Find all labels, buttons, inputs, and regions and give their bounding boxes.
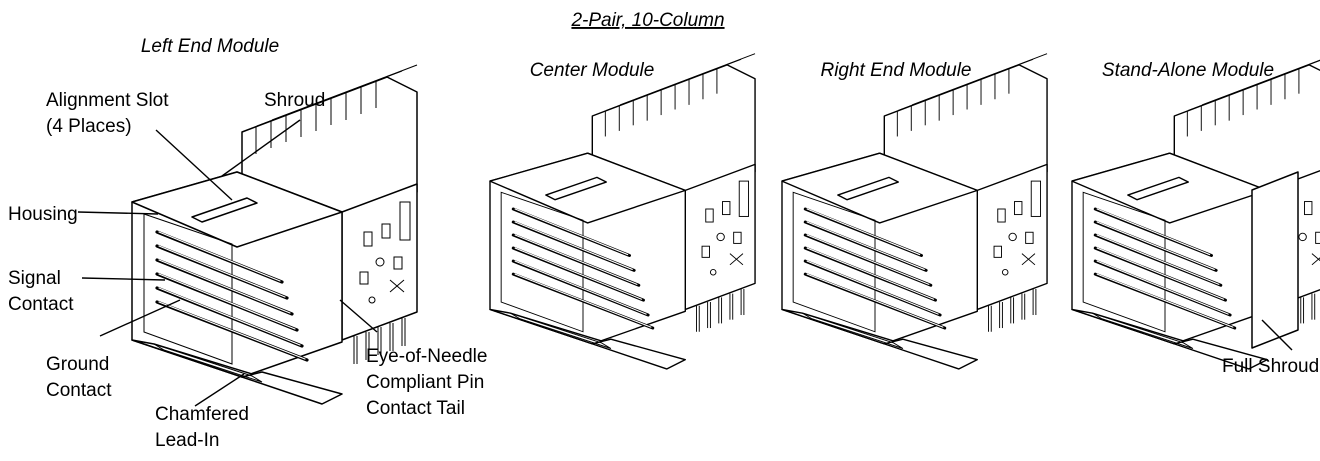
signal-contact-label: Contact: [8, 294, 74, 315]
left-end-module-title: Left End Module: [141, 36, 279, 57]
full-shroud-label: Full Shroud: [1222, 356, 1319, 377]
center-module-drawing: [488, 52, 757, 371]
signal-label: Signal: [8, 268, 61, 289]
lead-in-label: Lead-In: [155, 430, 219, 451]
chamfered-label: Chamfered: [155, 404, 249, 425]
center-module-title: Center Module: [530, 60, 655, 81]
housing-label: Housing: [8, 204, 78, 225]
header-title: 2-Pair, 10-Column: [570, 10, 724, 31]
right-end-module-drawing: [780, 52, 1049, 371]
callout-leaders: [77, 119, 1293, 407]
alignment-slot-label: Alignment Slot: [46, 90, 169, 111]
full-shroud-panel: [1251, 171, 1299, 349]
compliant-pin-label: Compliant Pin: [366, 372, 484, 393]
contact-tail-label: Contact Tail: [366, 398, 465, 419]
right-end-module-title: Right End Module: [820, 60, 971, 81]
shroud-label: Shroud: [264, 90, 325, 111]
ground-contact-label: Contact: [46, 380, 112, 401]
eye-of-needle-label: Eye-of-Needle: [366, 346, 487, 367]
stand-alone-module-title: Stand-Alone Module: [1102, 60, 1274, 81]
ground-label: Ground: [46, 354, 109, 375]
alignment-slot-places-label: (4 Places): [46, 116, 132, 137]
